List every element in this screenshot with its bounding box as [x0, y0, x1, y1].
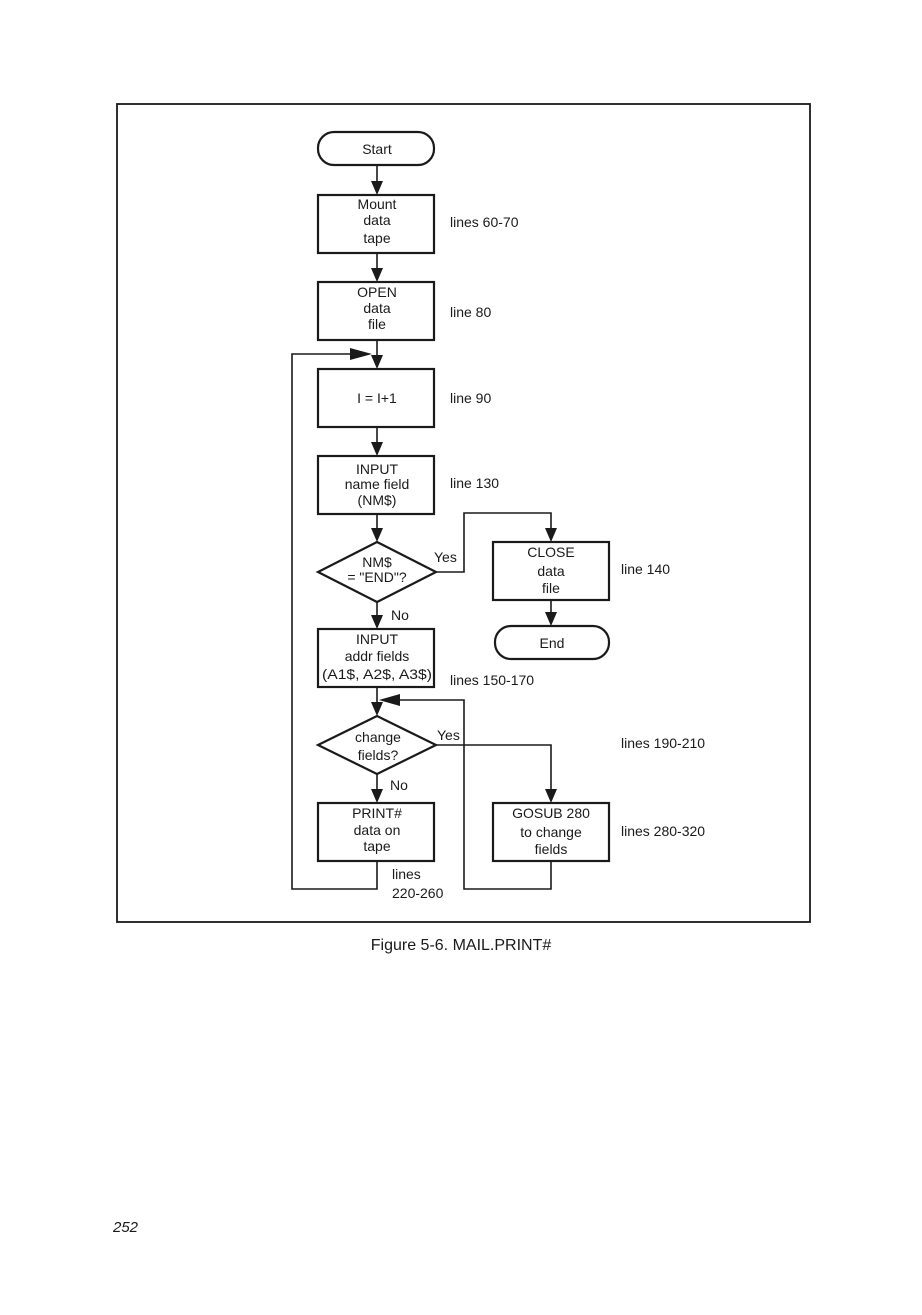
open-label: file — [368, 316, 386, 332]
arrowhead-icon — [379, 694, 400, 706]
end-label: End — [540, 635, 565, 651]
connector-yes-gosub — [436, 744, 552, 790]
figure-frame — [116, 103, 811, 923]
input-name-label: name field — [345, 476, 410, 492]
note-gosub: lines 280-320 — [621, 823, 705, 839]
arrowhead-icon — [545, 789, 557, 803]
open-label: OPEN — [357, 284, 397, 300]
arrowhead-icon — [545, 528, 557, 542]
note-change-fields: lines 190-210 — [621, 735, 705, 751]
input-addr-label: addr fields — [345, 648, 410, 664]
arrowhead-icon — [371, 789, 383, 803]
close-file-box — [491, 540, 611, 602]
gosub-label: fields — [535, 841, 568, 857]
change-no-label: No — [390, 777, 408, 793]
increment-label: I = I+1 — [357, 390, 397, 406]
arrowhead-icon — [371, 528, 383, 542]
input-addr-box — [316, 627, 436, 689]
note-input-addr: lines 150-170 — [450, 672, 534, 688]
arrowhead-icon — [545, 612, 557, 626]
arrowhead-icon — [371, 702, 383, 716]
start-label: Start — [362, 141, 392, 157]
arrowhead-icon — [371, 181, 383, 195]
close-label: file — [542, 580, 560, 596]
mount-tape-box — [316, 193, 436, 255]
arrowhead-icon — [371, 355, 383, 369]
print-label: tape — [363, 838, 390, 854]
end-check-label: NM$ — [362, 554, 392, 570]
mount-label: tape — [363, 230, 390, 246]
end-terminal — [493, 624, 611, 661]
print-label: data on — [354, 822, 401, 838]
mount-label: data — [363, 212, 390, 228]
connector-yes-close — [436, 512, 552, 573]
note-print: 220-260 — [392, 885, 444, 901]
change-fields-label: change — [355, 729, 401, 745]
close-label: CLOSE — [527, 544, 574, 560]
figure-caption: Figure 5-6. MAIL.PRINT# — [370, 937, 552, 954]
end-no-label: No — [391, 607, 409, 623]
print-tape-box — [316, 801, 436, 863]
input-name-label: INPUT — [356, 461, 398, 477]
arrowhead-icon — [371, 615, 383, 629]
end-yes-label: Yes — [434, 549, 457, 565]
note-mount: lines 60-70 — [450, 214, 519, 230]
gosub-label: GOSUB 280 — [512, 805, 590, 821]
end-check-label: = "END"? — [347, 569, 407, 585]
note-increment: line 90 — [450, 390, 491, 406]
increment-box — [316, 367, 436, 429]
note-close: line 140 — [621, 561, 670, 577]
start-terminal — [316, 130, 436, 167]
open-file-box — [316, 280, 436, 342]
note-input-name: line 130 — [450, 475, 499, 491]
change-fields-decision — [315, 714, 439, 776]
print-label: PRINT# — [352, 805, 402, 821]
note-print: lines — [392, 866, 421, 882]
input-addr-label: (A1$, A2$, A3$) — [322, 666, 432, 682]
note-open: line 80 — [450, 304, 491, 320]
open-label: data — [363, 300, 390, 316]
arrowhead-icon — [371, 268, 383, 282]
close-label: data — [537, 563, 564, 579]
input-addr-label: INPUT — [356, 631, 398, 647]
mount-label: Mount — [358, 196, 397, 212]
connector-print-loop — [291, 353, 378, 890]
connector-gosub-loop — [398, 699, 552, 890]
arrowhead-icon — [371, 442, 383, 456]
gosub-label: to change — [520, 824, 582, 840]
page-number: 252 — [113, 1219, 139, 1236]
arrowhead-icon — [350, 348, 372, 360]
input-name-label: (NM$) — [358, 492, 397, 508]
input-name-box — [316, 454, 436, 516]
change-yes-label: Yes — [437, 727, 460, 743]
change-fields-label: fields? — [358, 747, 399, 763]
